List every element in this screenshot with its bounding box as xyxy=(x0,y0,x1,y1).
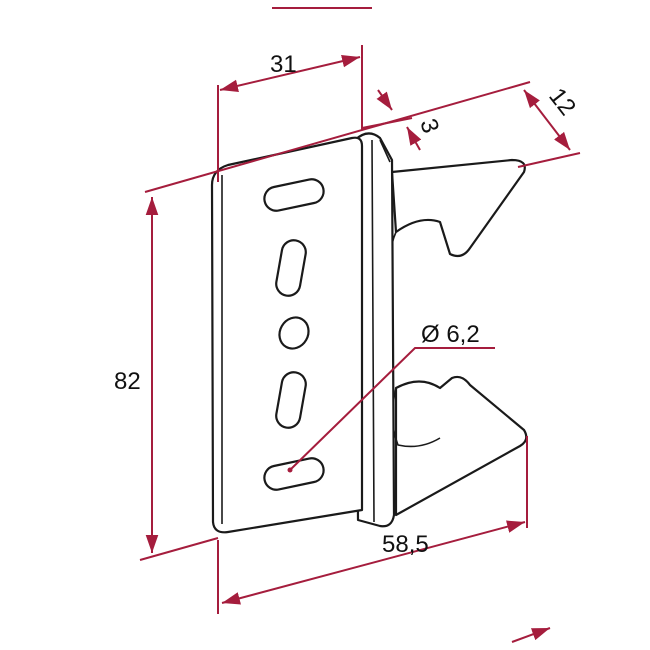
overall-length-label: 58,5 xyxy=(382,531,429,558)
height-label: 82 xyxy=(114,368,141,395)
upper-hook xyxy=(390,158,526,258)
width-label: 31 xyxy=(270,51,297,78)
thickness-label: 3 xyxy=(414,116,444,137)
dimension-lines xyxy=(139,7,581,643)
bracket-part xyxy=(210,132,528,534)
depth-label: 12 xyxy=(543,83,581,121)
hole-diameter-label: Ø 6,2 xyxy=(421,321,480,348)
lower-hook xyxy=(394,375,528,517)
slot-holes xyxy=(263,178,325,491)
